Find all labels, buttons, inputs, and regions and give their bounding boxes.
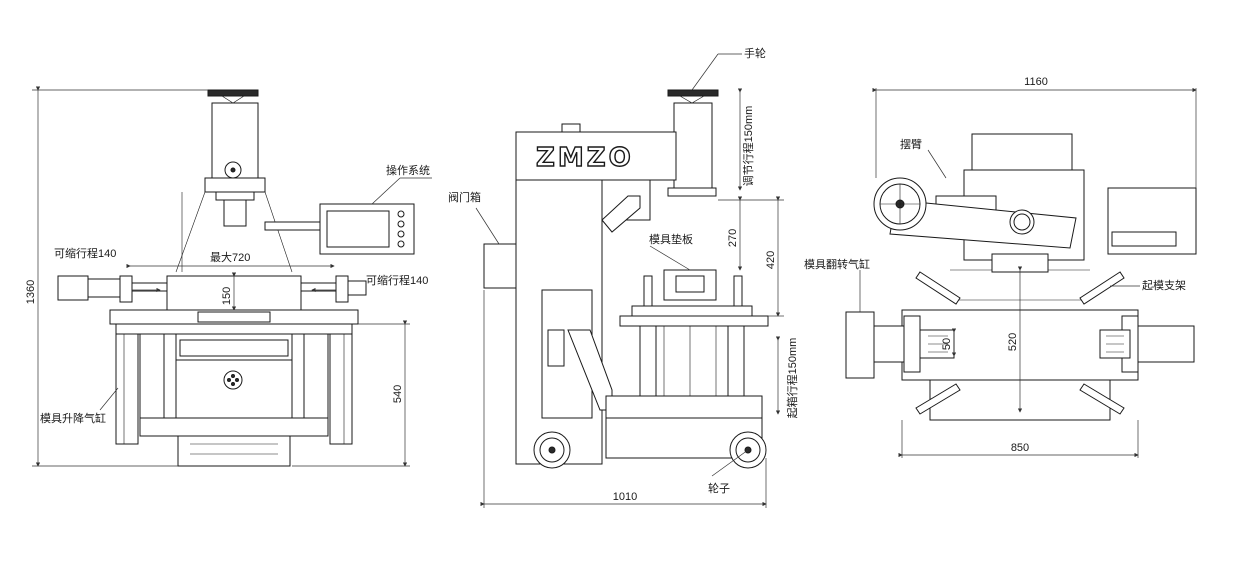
dim-850: 850 <box>1011 442 1029 454</box>
flip-cylinder <box>845 311 875 379</box>
label-handwheel: 手轮 <box>744 46 766 60</box>
dim-270: 270 <box>727 229 739 247</box>
dim-540: 540 <box>392 385 404 403</box>
label-max-width: 最大720 <box>210 250 250 264</box>
label-lift-bracket: 起模支架 <box>1142 279 1186 292</box>
label-flip-cylinder: 模具翻转气缸 <box>804 257 870 271</box>
top-view <box>845 133 1197 421</box>
valve-box <box>483 243 517 289</box>
control-screen <box>326 210 390 248</box>
label-retract-left: 可缩行程140 <box>54 247 116 260</box>
labels: 操作系统 可缩行程140 可缩行程140 最大720 模具升降气缸 1360 1… <box>25 46 1186 503</box>
label-lift-stroke: 起箱行程150mm <box>785 338 799 419</box>
dim-50: 50 <box>941 338 953 350</box>
dim-150: 150 <box>221 287 233 305</box>
label-lift-cylinder: 模具升降气缸 <box>40 411 106 425</box>
label-swing-arm: 摆臂 <box>900 137 922 151</box>
dim-420: 420 <box>765 251 777 269</box>
front-handwheel <box>207 89 259 97</box>
lift-bracket <box>915 271 961 305</box>
label-operation-system: 操作系统 <box>386 163 430 177</box>
label-adjust-stroke: 调节行程150mm <box>742 106 755 187</box>
dim-520: 520 <box>1007 333 1019 351</box>
label-retract-right: 可缩行程140 <box>366 274 428 287</box>
dim-side-width: 1010 <box>613 491 637 503</box>
dim-top-width: 1160 <box>1024 76 1048 88</box>
brand-logo: ZMZO <box>536 143 634 173</box>
dim-overall-height: 1360 <box>25 280 37 304</box>
side-view: ZMZO <box>475 53 769 477</box>
label-wheel: 轮子 <box>708 481 730 495</box>
side-handwheel <box>667 89 719 97</box>
label-mold-pad: 模具垫板 <box>649 232 693 246</box>
top-dimensions <box>872 87 1197 458</box>
label-valve-box: 阀门箱 <box>448 190 481 204</box>
front-dimensions <box>32 86 410 467</box>
side-dimensions <box>480 88 784 508</box>
